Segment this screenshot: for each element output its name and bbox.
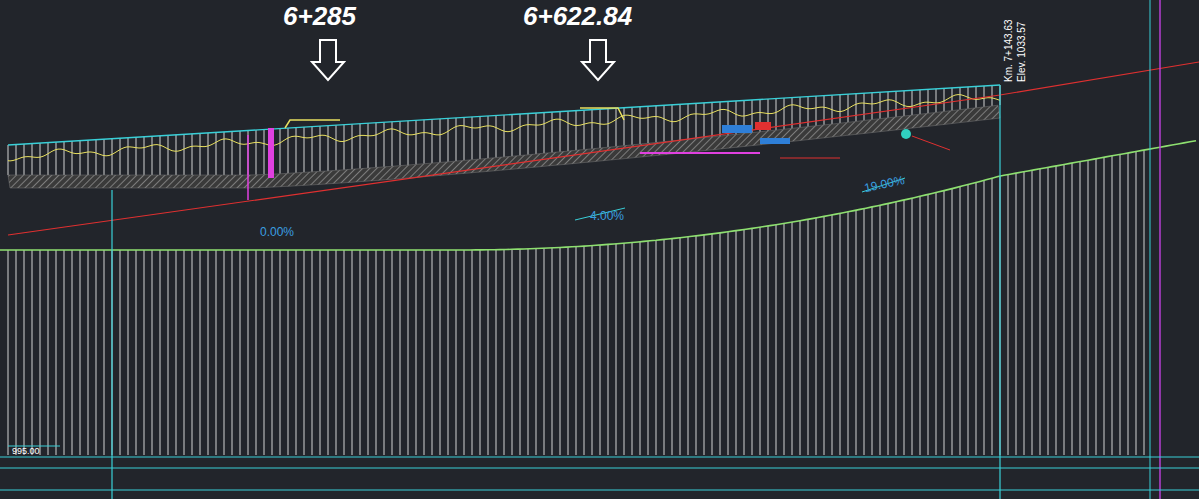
- grade-label: 19.00%: [863, 174, 905, 194]
- grade-ordinate: [8, 150, 1144, 455]
- structure-mark: [247, 135, 249, 200]
- frame-line: [1159, 0, 1160, 499]
- elevation-note: Elev. 1033.57: [1017, 22, 1027, 82]
- design-line: [8, 85, 1000, 145]
- pointer-arrow: [312, 40, 344, 80]
- structure-mark: [780, 158, 840, 159]
- table-line: [0, 457, 1199, 458]
- structure-mark: [755, 122, 771, 130]
- ground-line: [8, 95, 1000, 161]
- datum-label: 995.00: [12, 447, 40, 456]
- frame-line: [1150, 0, 1151, 499]
- station-label: 6+622.84: [523, 3, 632, 29]
- leader-line: [912, 136, 950, 150]
- pointer-arrow: [582, 40, 614, 80]
- table-line: [0, 490, 1199, 491]
- grade-line: [0, 141, 1196, 250]
- station-line: [111, 190, 112, 499]
- station-line: [999, 85, 1000, 499]
- grade-label: 4.00%: [590, 210, 624, 222]
- structure-mark: [580, 108, 624, 120]
- structure-mark: [268, 128, 274, 178]
- reference-line: [8, 62, 1199, 235]
- structure-mark: [640, 152, 760, 154]
- pavement-band: [8, 105, 1000, 188]
- table-line: [0, 468, 1199, 469]
- grade-label: 0.00%: [260, 226, 294, 238]
- structure-mark: [285, 120, 340, 128]
- station-label: 6+285: [283, 3, 356, 29]
- structure-mark: [722, 125, 752, 133]
- station-note: Km. 7+143.63: [1004, 19, 1014, 82]
- structure-mark: [901, 129, 911, 139]
- structure-mark: [760, 138, 790, 144]
